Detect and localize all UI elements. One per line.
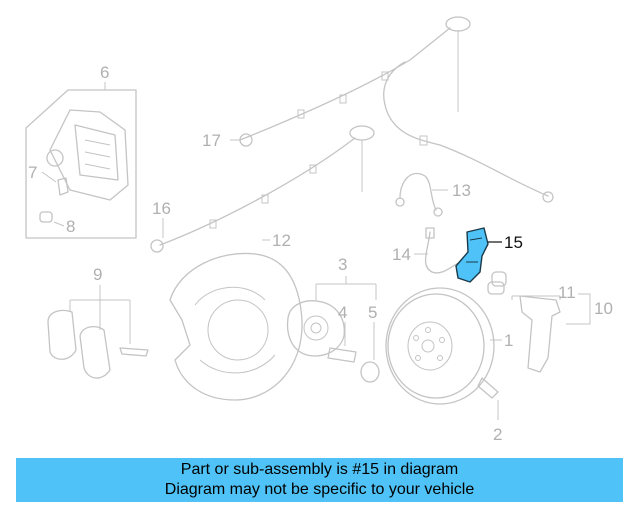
- callout-2[interactable]: 2: [493, 425, 502, 444]
- callout-12[interactable]: 12: [272, 231, 291, 250]
- callout-7[interactable]: 7: [28, 163, 37, 182]
- callout-15[interactable]: 15: [504, 233, 523, 252]
- abs-cable-upper: 17: [202, 16, 554, 203]
- brake-disc: 1: [385, 287, 513, 405]
- banner-line-1: Part or sub-assembly is #15 in diagram: [180, 461, 459, 478]
- brake-line-14: 14: [392, 227, 461, 274]
- caliper-group: 6 7 8: [25, 63, 137, 239]
- callout-14[interactable]: 14: [392, 245, 411, 264]
- callout-13[interactable]: 13: [452, 181, 471, 200]
- callout-4[interactable]: 4: [338, 303, 347, 322]
- callout-17[interactable]: 17: [202, 131, 221, 150]
- dust-shield: 12: [169, 231, 303, 401]
- callout-16[interactable]: 16: [152, 199, 171, 218]
- callout-11[interactable]: 11: [558, 283, 576, 302]
- parts-diagram: 6 7 8 17 16: [25, 16, 613, 444]
- info-banner: Part or sub-assembly is #15 in diagram D…: [16, 458, 623, 502]
- hub-group: 3 4 5: [286, 255, 380, 383]
- callout-3[interactable]: 3: [338, 255, 347, 274]
- callout-10[interactable]: 10: [594, 299, 613, 318]
- abs-cable-lower: 16: [150, 125, 375, 253]
- caliper-bracket: 11 10: [487, 271, 613, 373]
- banner-line-2: Diagram may not be specific to your vehi…: [164, 481, 475, 498]
- disc-screw: 2: [477, 377, 502, 444]
- callout-9[interactable]: 9: [93, 265, 102, 284]
- abs-sensor-15[interactable]: 15: [455, 227, 523, 283]
- callout-6[interactable]: 6: [100, 63, 109, 82]
- brake-pads-group: 9: [47, 265, 149, 379]
- brake-hose-13: 13: [395, 172, 471, 217]
- callout-5[interactable]: 5: [368, 303, 377, 322]
- callout-8[interactable]: 8: [66, 217, 75, 236]
- callout-1[interactable]: 1: [504, 331, 513, 350]
